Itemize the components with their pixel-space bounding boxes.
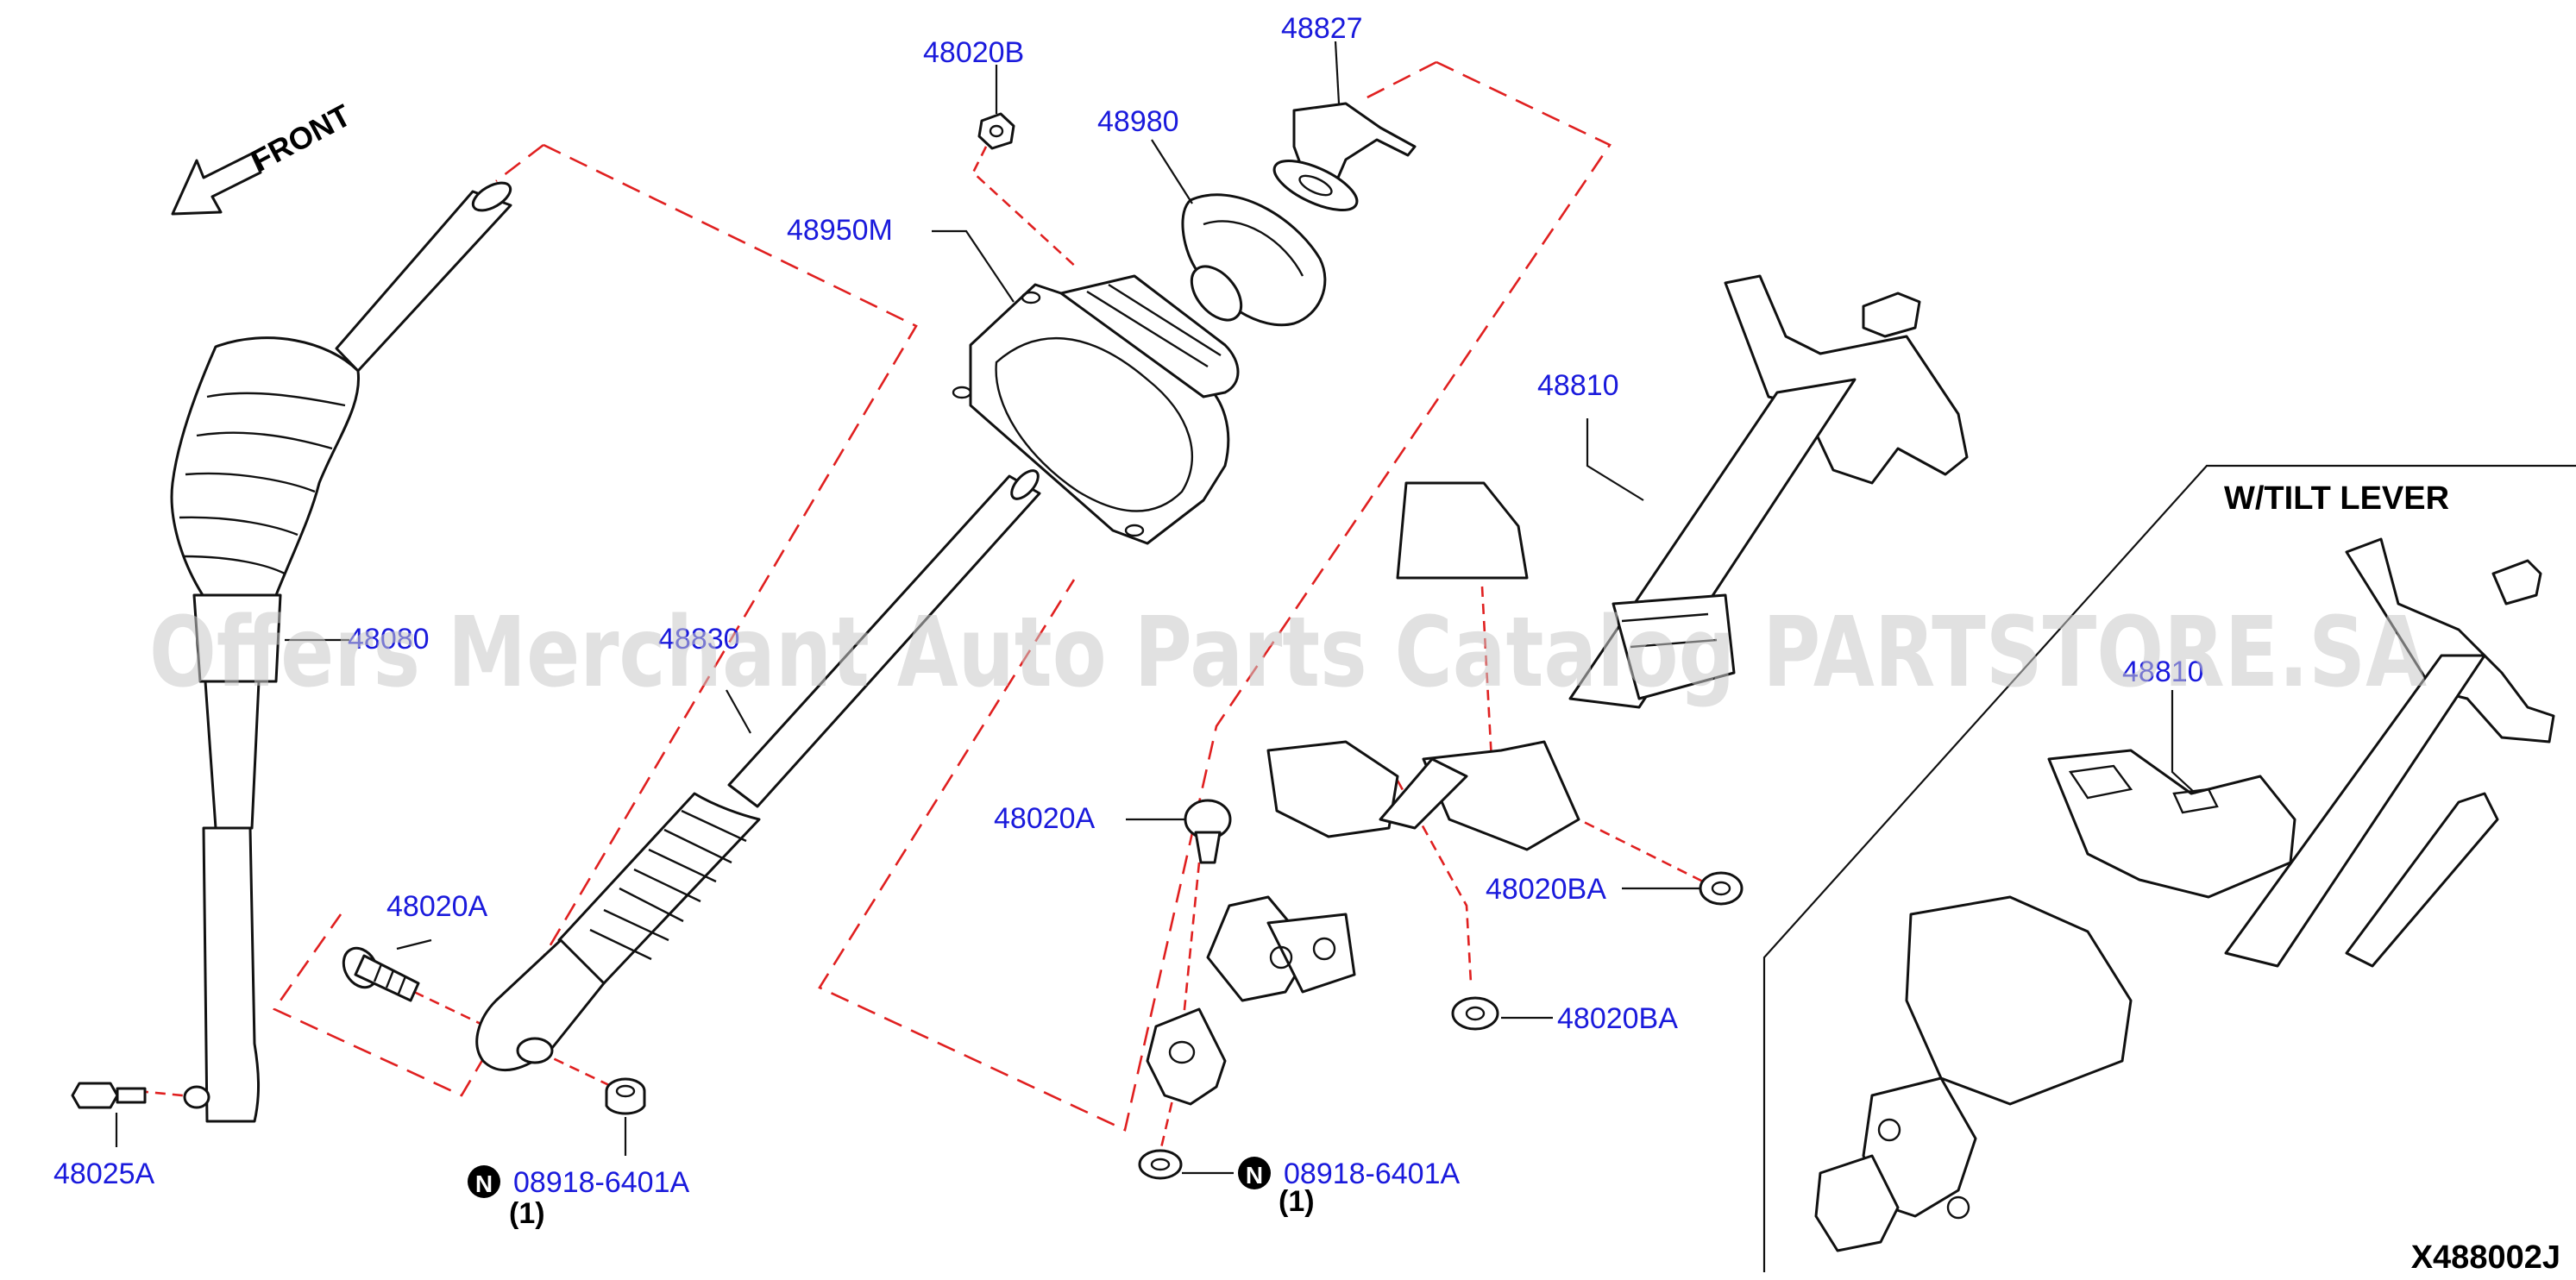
nut-48020b (977, 112, 1015, 150)
fastener-line-48020ba-low (1396, 780, 1473, 984)
label-48810-tilt: 48810 (2122, 656, 2204, 688)
seal-48980 (1181, 193, 1327, 327)
front-label: FRONT (246, 97, 357, 179)
assembly-outline-left (273, 143, 918, 1097)
label-48020a-top: 48020A (994, 802, 1096, 835)
universal-joint (1146, 895, 1356, 1106)
clip-48827 (1272, 102, 1417, 211)
label-48830: 48830 (658, 623, 740, 656)
leader-lines (115, 41, 2196, 1175)
fastener-line-48020a-top (1159, 862, 1201, 1152)
bolt-48025a (71, 1082, 147, 1109)
nut-08918-right (1138, 1149, 1183, 1180)
n-mark-left: N (475, 1170, 493, 1197)
label-48020ba-right: 48020BA (1486, 873, 1606, 906)
label-48827: 48827 (1281, 12, 1363, 45)
steering-column-48810 (1266, 274, 1969, 851)
nut-48020ba-right (1699, 871, 1744, 906)
bolt-48020a-left (342, 946, 420, 1002)
label-48020a-left: 48020A (386, 890, 488, 923)
nut-08918-left (605, 1077, 646, 1115)
label-48020b: 48020B (923, 36, 1024, 69)
steering-column-tilt (1814, 537, 2555, 1252)
label-48020ba-low: 48020BA (1557, 1002, 1678, 1035)
label-48810: 48810 (1537, 369, 1619, 402)
tilt-lever-header: W/TILT LEVER (2224, 480, 2449, 517)
label-48025a: 48025A (53, 1158, 155, 1190)
boot-cover-48950m (952, 274, 1240, 545)
label-48980: 48980 (1097, 105, 1179, 138)
fastener-line-48020b (971, 130, 1079, 270)
label-48080: 48080 (348, 623, 430, 656)
bolt-48020a-top (1184, 799, 1232, 864)
label-48950m: 48950M (787, 214, 893, 247)
n-mark-icon-right: N (1238, 1157, 1271, 1189)
watermark: Offers Merchant Auto Parts Catalog PARTS… (149, 597, 2427, 709)
nut-48020ba-low (1451, 996, 1499, 1031)
n-mark-icon-left: N (468, 1165, 500, 1198)
front-arrow-icon (171, 152, 262, 216)
n-mark-right: N (1246, 1162, 1263, 1189)
label-08918-right: 08918-6401A (1284, 1158, 1461, 1190)
intermediate-shaft-48830 (475, 469, 1041, 1072)
label-qty-right: (1) (1279, 1185, 1315, 1218)
lower-shaft-48080 (170, 181, 512, 1123)
label-08918-left: 08918-6401A (513, 1166, 690, 1199)
label-qty-left: (1) (509, 1197, 545, 1230)
tilt-inset-border (1762, 464, 2576, 1272)
assembly-outline-right (818, 60, 1612, 1132)
diagram-code: X488002J (2411, 1239, 2560, 1276)
